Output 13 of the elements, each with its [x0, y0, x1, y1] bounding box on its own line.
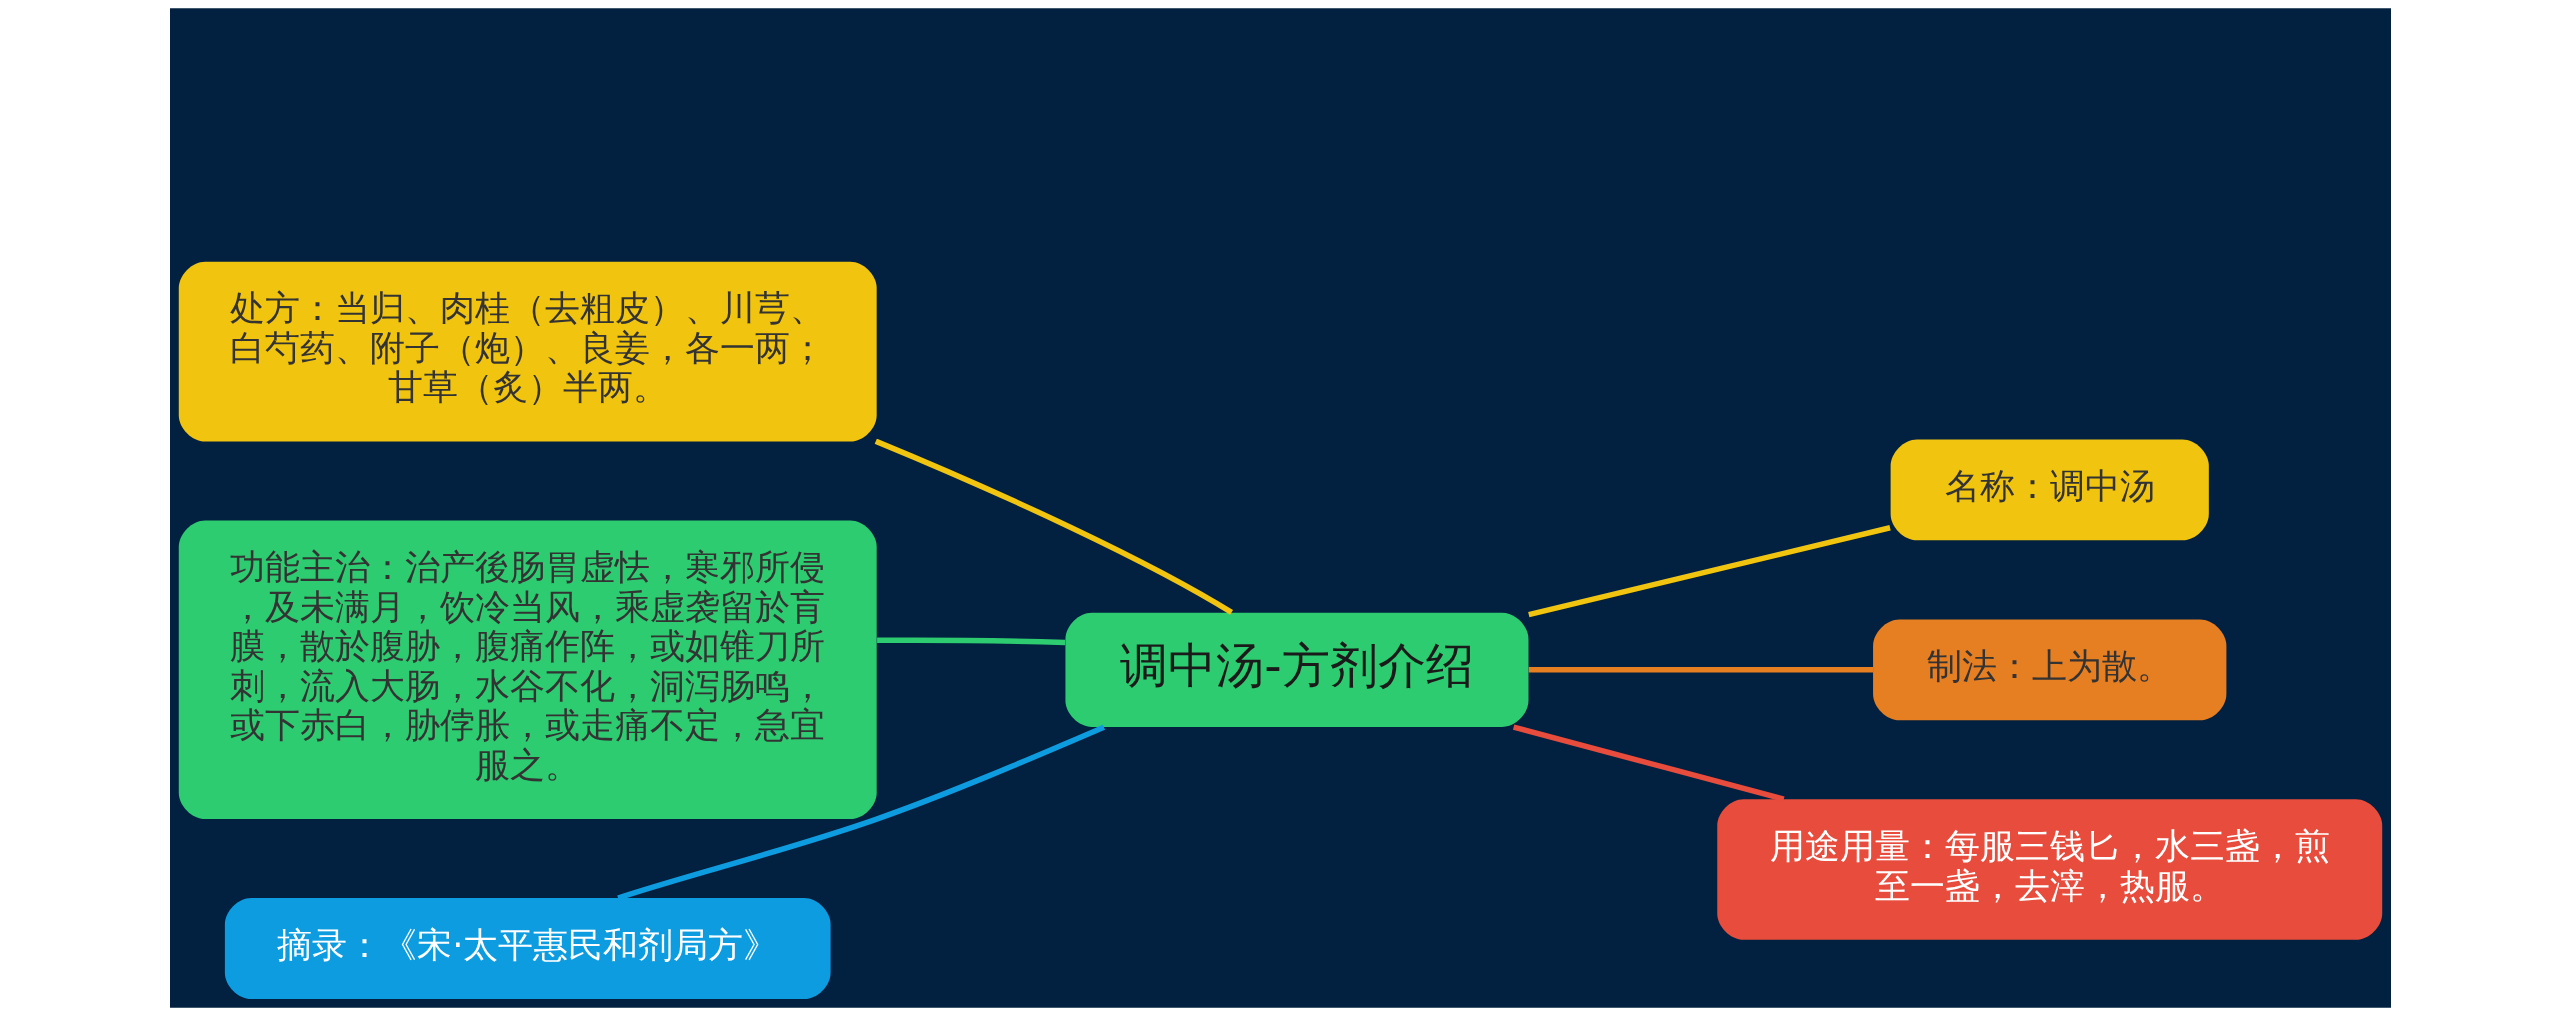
- node-box: 调中汤-方剂介绍: [1064, 612, 1528, 727]
- connector: [1512, 724, 1785, 802]
- connector: [873, 438, 1233, 615]
- connector: [876, 637, 1065, 646]
- node-box: 处方：当归、肉桂（去粗皮）、川芎、白芍药、附子（炮）、良姜，各一两；甘草（炙）半两。: [178, 261, 877, 442]
- connector: [1527, 525, 1891, 618]
- node-box: 制法：上为散。: [1872, 619, 2226, 721]
- node-box: 名称：调中汤: [1890, 439, 2209, 541]
- node-box: 功能主治：治产後肠胃虚怯，寒邪所侵，及未满月，饮冷当风，乘虚袭留於肓膜，散於腹胁，腹痛作阵，或如锥刀所刺，流入大肠，水谷不化，洞泻肠鸣，或下赤白，胁侼胀，或走痛不定，急宜服之。: [178, 520, 877, 820]
- connector: [616, 724, 1105, 901]
- node-box: 用途用量：每服三钱匕，水三盏，煎至一盏，去滓，热服。: [1716, 799, 2382, 940]
- node-box: 摘录：《宋·太平惠民和剂局方》: [224, 898, 831, 1000]
- connector: [1528, 667, 1873, 673]
